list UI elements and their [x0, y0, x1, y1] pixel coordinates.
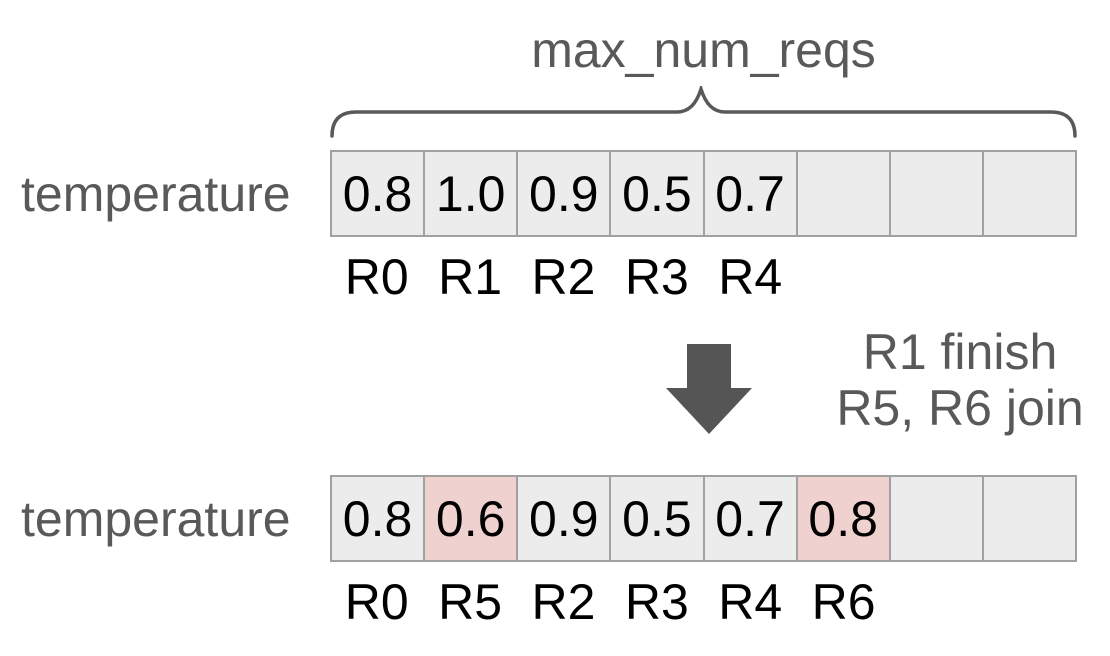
- bottom-array-request-labels: R0 R5 R2 R3 R4 R6: [330, 577, 1077, 627]
- top-row-temperature-label: temperature: [21, 166, 291, 222]
- array-cell: 0.9: [516, 475, 612, 562]
- down-arrow-icon: [666, 344, 752, 434]
- array-cell: 1.0: [423, 150, 519, 237]
- request-label: R6: [811, 574, 876, 630]
- bottom-row-temperature-label: temperature: [21, 491, 291, 547]
- array-cell: 0.9: [516, 150, 612, 237]
- request-label: R2: [531, 249, 596, 305]
- request-label: R2: [531, 574, 596, 630]
- top-array: 0.8 1.0 0.9 0.5 0.7: [330, 150, 1077, 237]
- array-cell-empty: [981, 475, 1077, 562]
- array-cell: 0.6: [423, 475, 519, 562]
- array-cell: 0.8: [795, 475, 891, 562]
- array-cell: 0.8: [330, 475, 426, 562]
- request-label: R5: [438, 574, 503, 630]
- curly-brace-icon: [330, 86, 1077, 138]
- array-cell: 0.7: [702, 150, 798, 237]
- array-cell: 0.8: [330, 150, 426, 237]
- top-array-request-labels: R0 R1 R2 R3 R4: [330, 252, 1077, 302]
- array-cell-empty: [888, 475, 984, 562]
- request-label: R3: [624, 574, 689, 630]
- request-label: R4: [718, 249, 783, 305]
- array-cell-empty: [981, 150, 1077, 237]
- max-num-reqs-label: max_num_reqs: [531, 22, 876, 78]
- request-label: R0: [344, 249, 409, 305]
- array-cell: 0.7: [702, 475, 798, 562]
- array-cell: 0.5: [609, 475, 705, 562]
- request-label-empty: [984, 252, 1077, 302]
- request-label-empty: [890, 252, 983, 302]
- request-label: R1: [438, 249, 503, 305]
- bottom-array: 0.8 0.6 0.9 0.5 0.7 0.8: [330, 475, 1077, 562]
- request-label-empty: [890, 577, 983, 627]
- transition-line-2: R5, R6 join: [836, 380, 1084, 436]
- array-cell: 0.5: [609, 150, 705, 237]
- transition-note: R1 finish R5, R6 join: [810, 324, 1110, 436]
- request-label: R4: [718, 574, 783, 630]
- request-label: R0: [344, 574, 409, 630]
- transition-line-1: R1 finish: [862, 324, 1058, 380]
- array-cell-empty: [795, 150, 891, 237]
- array-cell-empty: [888, 150, 984, 237]
- request-label-empty: [984, 577, 1077, 627]
- request-label: R3: [624, 249, 689, 305]
- request-label-empty: [797, 252, 890, 302]
